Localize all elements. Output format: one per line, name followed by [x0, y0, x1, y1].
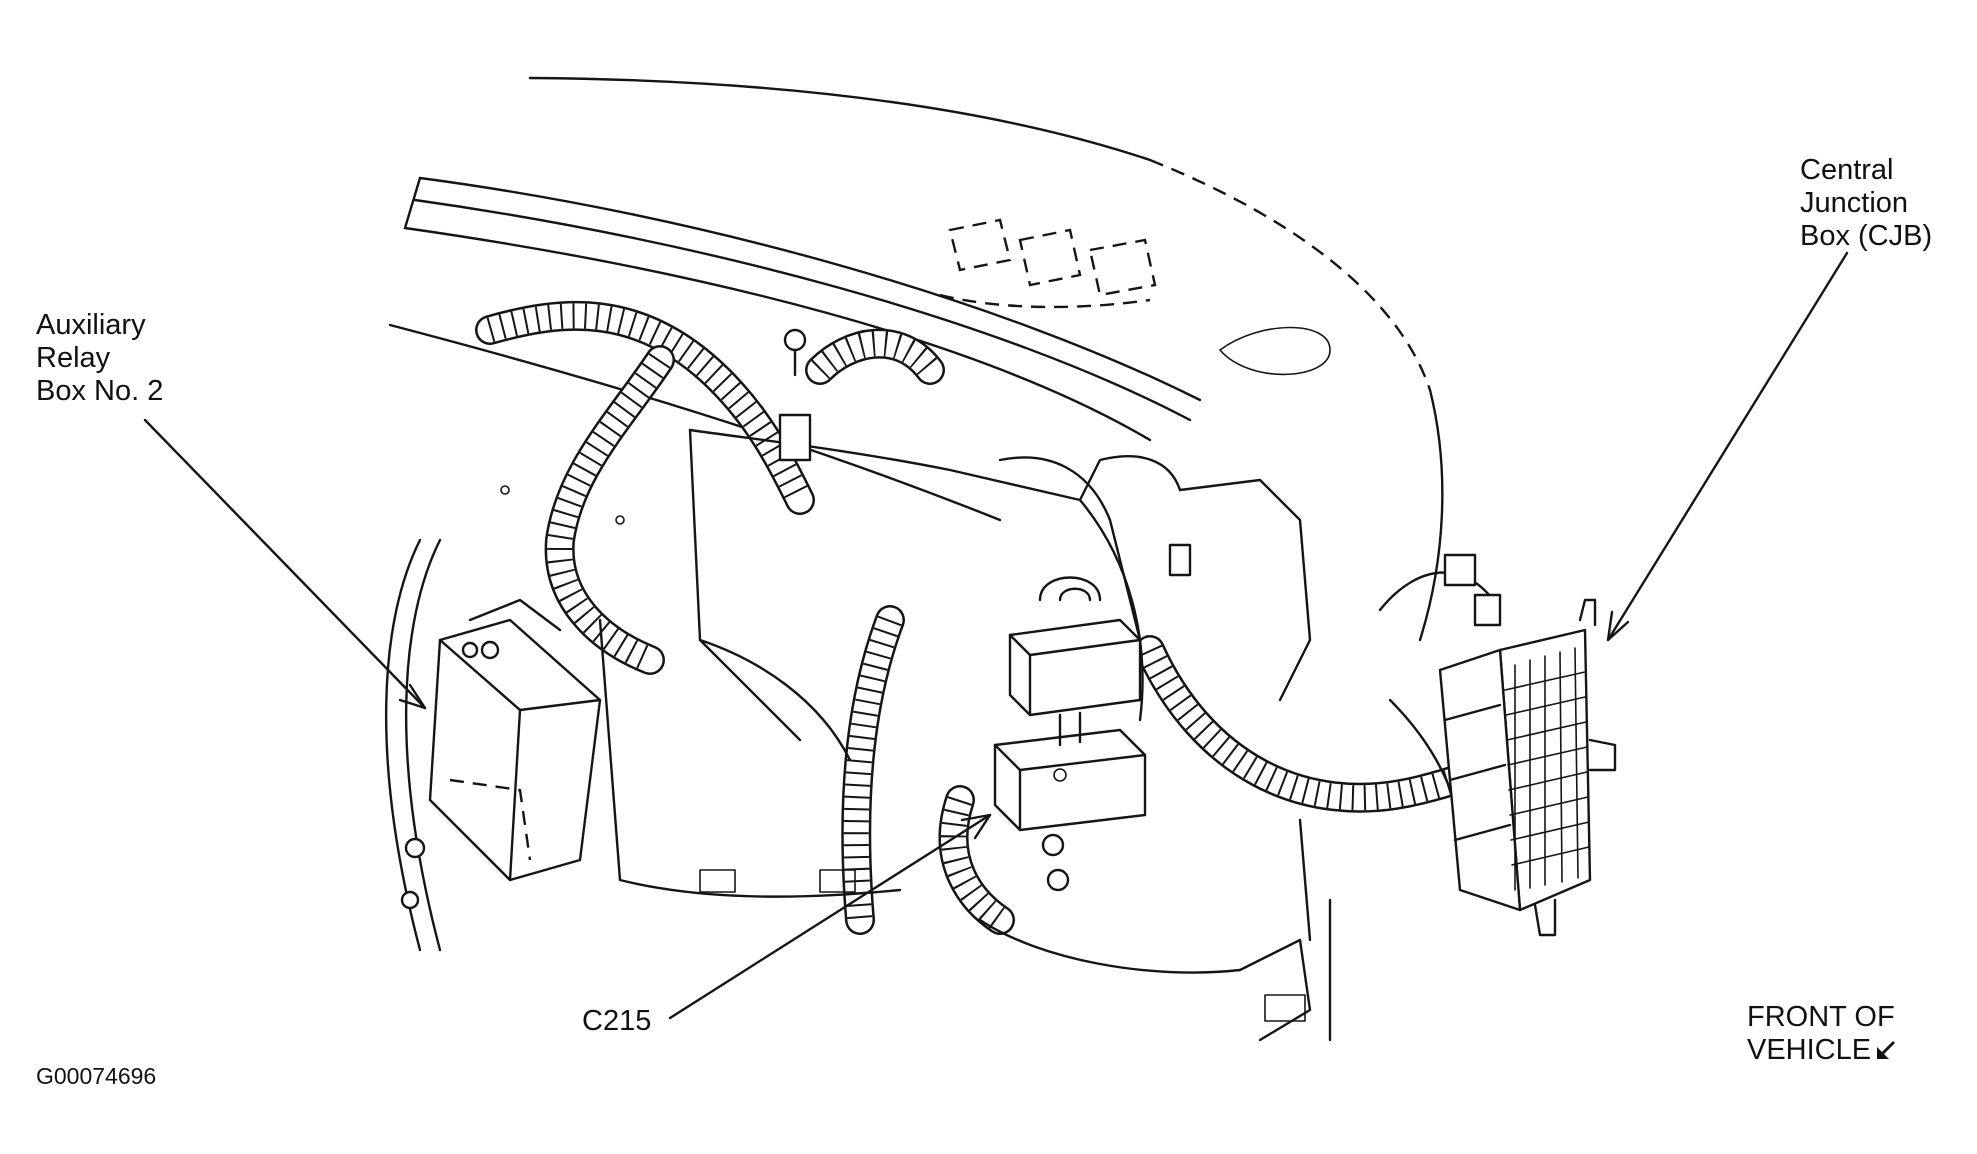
front-of-vehicle-label: FRONT OF VEHICLE	[1747, 1001, 1897, 1067]
aux-label-line-3: Box No. 2	[36, 375, 164, 407]
fasteners	[461, 328, 1502, 892]
aux-label-line-2: Relay	[36, 342, 111, 374]
arrow-down-left-icon	[1877, 1041, 1896, 1059]
wiring-harness	[384, 300, 1545, 952]
hvac-housing	[598, 428, 1332, 1042]
front-label-line-2: VEHICLE	[1747, 1034, 1872, 1066]
cjb-label-line-3: Box (CJB)	[1800, 220, 1933, 252]
c215-connector	[993, 576, 1147, 832]
aux-label-line-1: Auxiliary	[36, 309, 146, 341]
central-junction-box-label: Central Junction Box (CJB)	[1800, 154, 1932, 253]
cjb-fuse-grid	[1504, 647, 1590, 891]
front-label-line-1: FRONT OF	[1747, 1001, 1895, 1033]
figure-id: G00074696	[36, 1063, 157, 1089]
c215-label: C215	[582, 1005, 652, 1037]
cjb-label-line-1: Central	[1800, 154, 1894, 186]
central-junction-box	[1438, 598, 1617, 937]
front-label-line-2-row: VEHICLE	[1747, 1034, 1897, 1067]
dashed-brackets	[939, 218, 1157, 309]
auxiliary-relay-box	[400, 598, 602, 910]
dashboard-outline	[388, 76, 1444, 642]
leader-lines	[143, 251, 1849, 1020]
auxiliary-relay-box-label: Auxiliary Relay Box No. 2	[36, 309, 163, 408]
cjb-label-line-2: Junction	[1800, 187, 1909, 219]
